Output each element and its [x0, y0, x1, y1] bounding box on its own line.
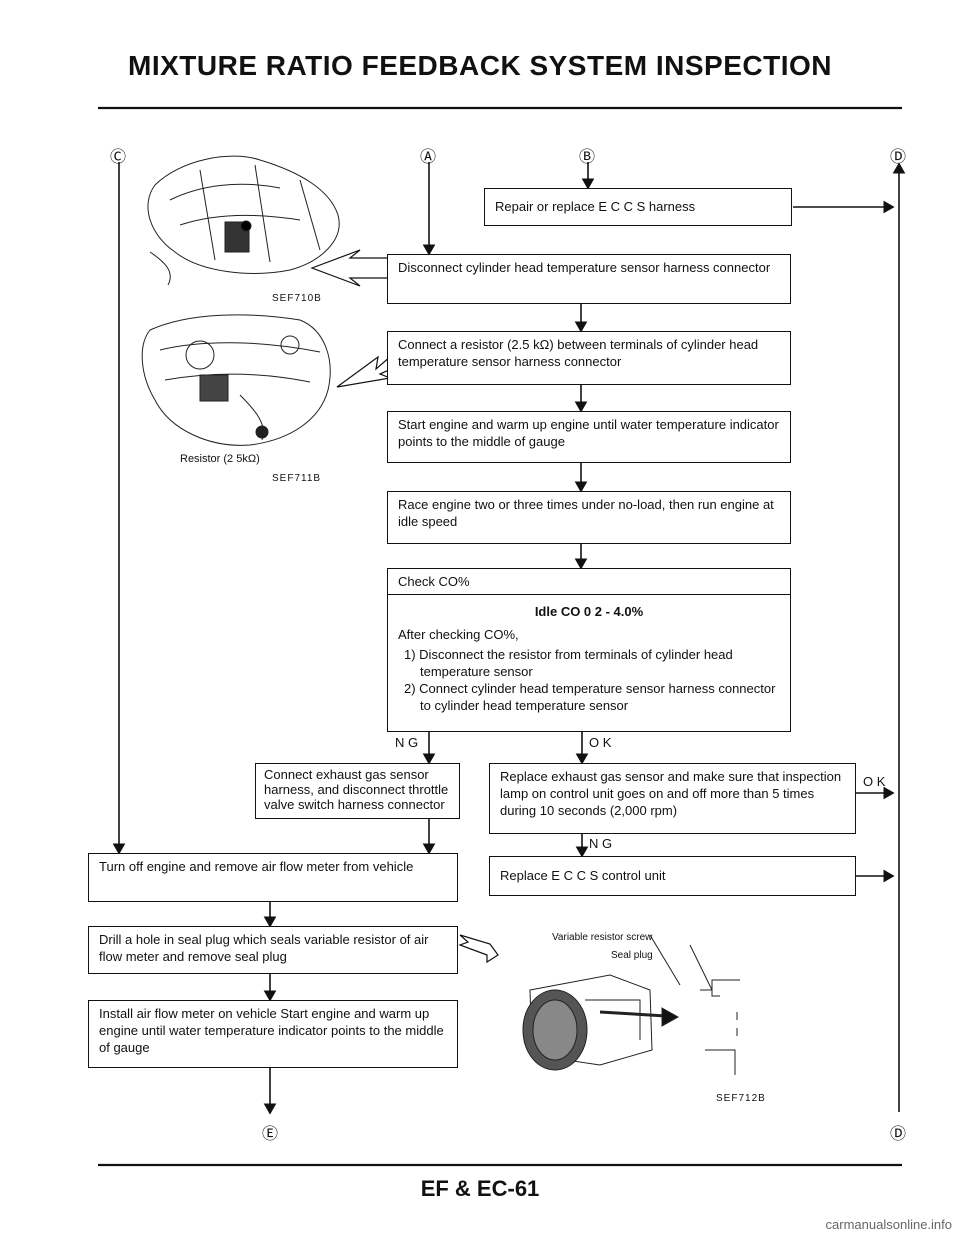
ok-label-1: O K [589, 735, 612, 750]
ng-label-2: N G [589, 836, 613, 851]
connector-a: Ⓐ [420, 149, 437, 166]
connector-b: Ⓑ [579, 149, 596, 166]
connect-resistor-text: Connect a resistor (2.5 kΩ) between term… [398, 337, 759, 369]
figure-code-2: SEF711B [272, 473, 322, 484]
replace-exhaust-step: Replace exhaust gas sensor and make sure… [489, 763, 856, 834]
connector-d-bottom: Ⓓ [890, 1126, 907, 1143]
resistor-label: Resistor (2 5kΩ) [180, 453, 260, 465]
engine-sketch-1 [147, 155, 340, 286]
after-checking-list: 1) Disconnect the resistor from terminal… [398, 646, 780, 714]
race-engine-text: Race engine two or three times under no-… [398, 497, 774, 529]
page-number: EF & EC-61 [420, 1176, 540, 1201]
connect-exhaust-step: Connect exhaust gas sensor harness, and … [255, 763, 460, 819]
figure-code-3: SEF712B [716, 1093, 766, 1104]
check-co-body: Idle CO 0 2 - 4.0% After checking CO%, 1… [388, 595, 790, 718]
start-engine-text: Start engine and warm up engine until wa… [398, 417, 779, 449]
install-meter-text: Install air flow meter on vehicle Start … [99, 1006, 444, 1055]
start-engine-step: Start engine and warm up engine until wa… [387, 411, 791, 463]
engine-sketch-2 [141, 314, 331, 446]
idle-co-spec: Idle CO 0 2 - 4.0% [534, 604, 644, 619]
check-co-title: Check CO% [398, 574, 470, 589]
repair-harness-text: Repair or replace E C C S harness [495, 199, 696, 214]
replace-exhaust-text: Replace exhaust gas sensor and make sure… [500, 769, 842, 818]
air-flow-meter-sketch [522, 934, 740, 1075]
connect-exhaust-text: Connect exhaust gas sensor harness, and … [264, 767, 449, 812]
connector-e: Ⓔ [262, 1126, 279, 1143]
disconnect-sensor-step: Disconnect cylinder head temperature sen… [387, 254, 791, 304]
check-co-header: Check CO% [388, 569, 790, 595]
after-checking-item: 2) Connect cylinder head temperature sen… [404, 681, 776, 713]
connector-c-top: Ⓒ [110, 149, 127, 166]
ok-label-2: O K [863, 774, 886, 789]
race-engine-step: Race engine two or three times under no-… [387, 491, 791, 544]
variable-resistor-label: Variable resistor screw [552, 932, 653, 943]
after-checking-item: 1) Disconnect the resistor from terminal… [404, 647, 733, 679]
watermark: carmanualsonline.info [825, 1217, 952, 1232]
replace-ecu-text: Replace E C C S control unit [500, 868, 666, 883]
after-checking-text: After checking CO%, [398, 627, 519, 642]
install-meter-step: Install air flow meter on vehicle Start … [88, 1000, 458, 1068]
drill-hole-text: Drill a hole in seal plug which seals va… [99, 932, 429, 964]
seal-plug-label: Seal plug [611, 950, 653, 961]
page-title: MIXTURE RATIO FEEDBACK SYSTEM INSPECTION [128, 50, 832, 81]
check-co-step: Check CO% Idle CO 0 2 - 4.0% After check… [387, 568, 791, 732]
figure-code-1: SEF710B [272, 293, 322, 304]
repair-harness-step: Repair or replace E C C S harness [484, 188, 792, 226]
turn-off-engine-step: Turn off engine and remove air flow mete… [88, 853, 458, 902]
ng-label-1: N G [395, 735, 419, 750]
connect-resistor-step: Connect a resistor (2.5 kΩ) between term… [387, 331, 791, 385]
replace-ecu-step: Replace E C C S control unit [489, 856, 856, 896]
drill-hole-step: Drill a hole in seal plug which seals va… [88, 926, 458, 974]
connector-d-top: Ⓓ [890, 149, 907, 166]
disconnect-sensor-text: Disconnect cylinder head temperature sen… [398, 260, 771, 275]
turn-off-engine-text: Turn off engine and remove air flow mete… [99, 859, 414, 874]
